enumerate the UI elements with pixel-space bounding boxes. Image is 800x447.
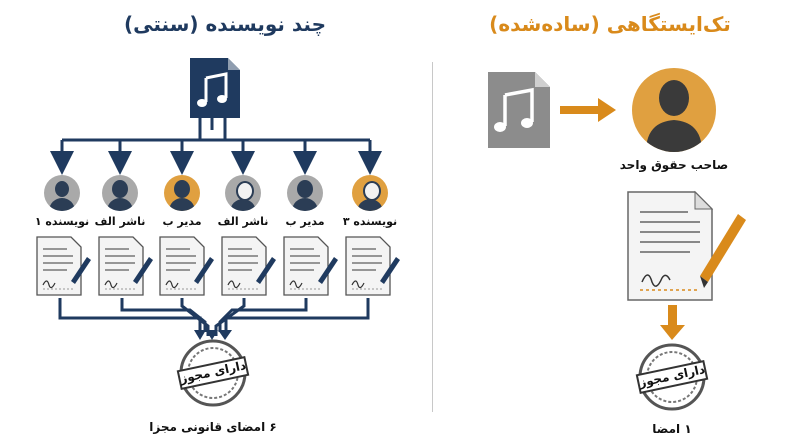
music-file-icon [190,58,240,118]
contributor-label-5: مدیر ب [285,215,325,228]
contributor-label-4: ناشر الف [217,215,269,228]
left-caption: ۶ امضای قانونی مجزا [149,420,277,434]
owner-avatar [632,68,716,152]
arrow-to-owner [560,98,616,122]
contributor-avatar-2 [102,175,138,211]
music-file-icon [488,72,550,148]
signed-document-icon [159,236,214,296]
signed-document-icon [36,236,91,296]
left-panel-title: چند نویسنده (سنتی) [123,12,326,36]
owner-label: صاحب حقوق واحد [619,158,729,172]
contributor-avatar-6 [352,175,388,211]
contributor-avatar-1 [44,175,80,211]
contributor-label-1: نویسنده ۱ [34,215,90,228]
contributor-avatar-5 [287,175,323,211]
arrow-to-stamp [660,305,685,340]
panel-divider [432,62,433,412]
signed-document-icon [627,190,746,301]
right-caption: ۱ امضا [652,422,692,436]
signed-document-icon [98,236,153,296]
signed-document-icon [221,236,276,296]
licensed-stamp-icon [176,339,250,407]
contributor-label-3: مدیر ب [162,215,202,228]
signed-document-icon [283,236,338,296]
contributor-avatar-4 [225,175,261,211]
licensed-stamp-icon [635,343,709,411]
right-panel-title: تک‌ایستگاهی (ساده‌شده) [489,12,731,36]
contributor-avatar-3 [164,175,200,211]
contributor-label-6: نویسنده ۳ [342,215,398,228]
signed-document-icon [345,236,400,296]
contributor-label-2: ناشر الف [94,215,146,228]
